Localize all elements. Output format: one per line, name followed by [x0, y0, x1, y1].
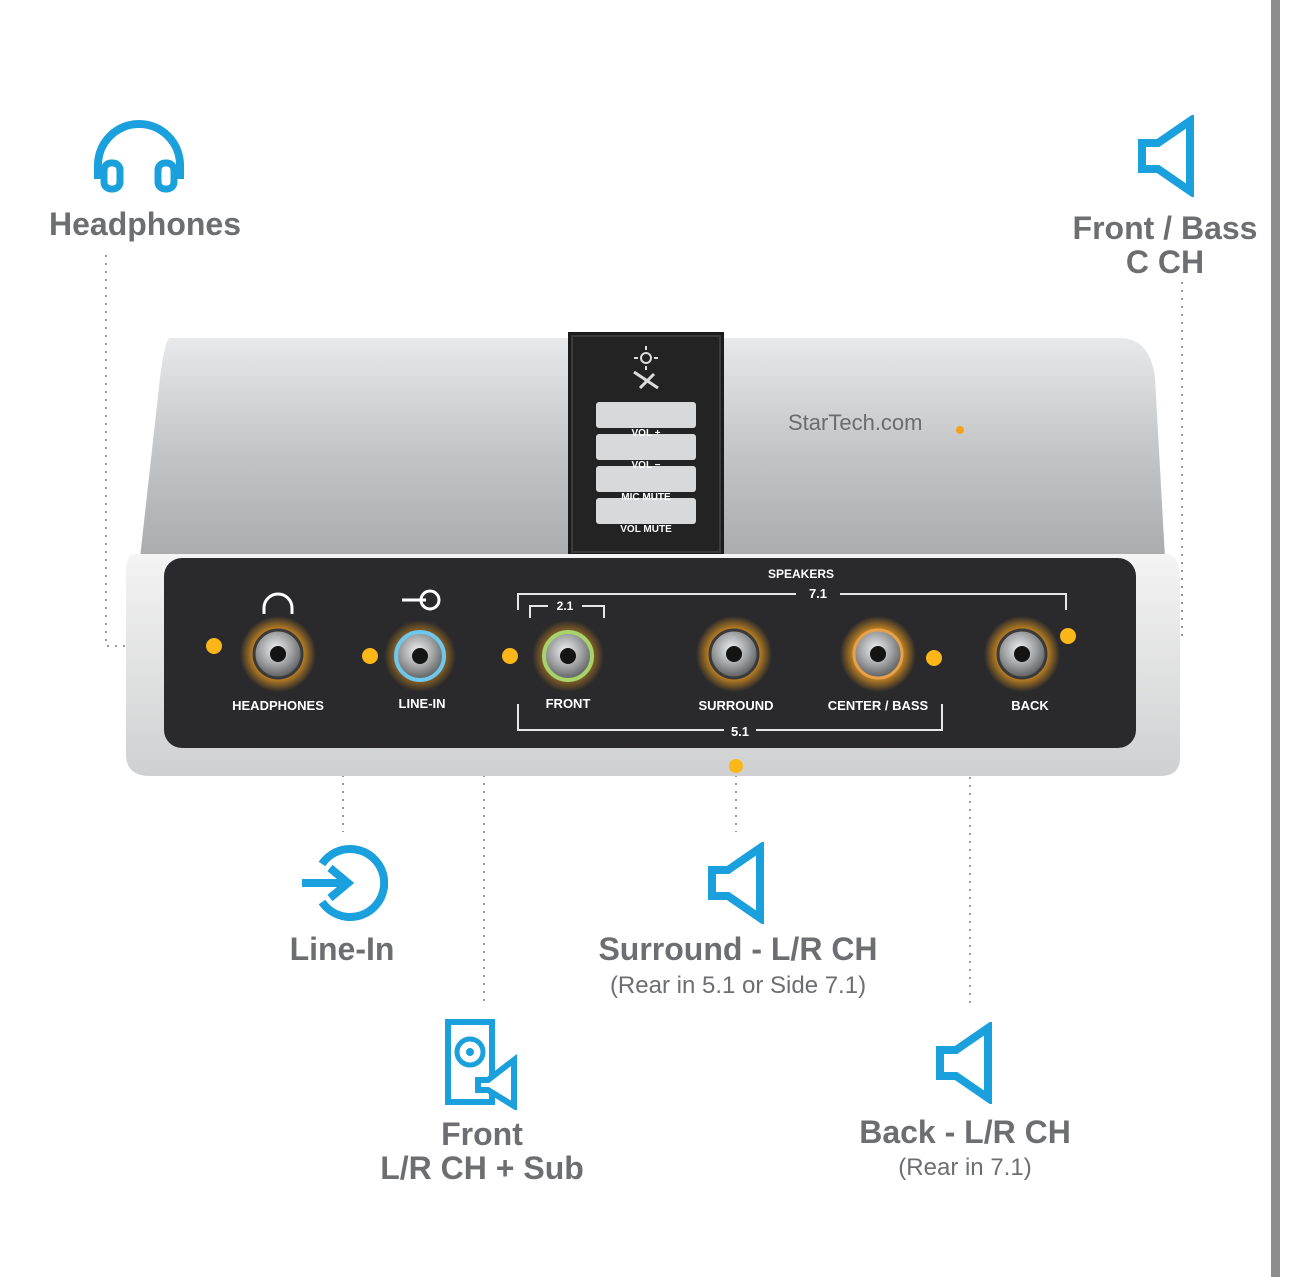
port-label-surround: SURROUND: [698, 698, 773, 713]
port-label-line-in: LINE-IN: [399, 696, 446, 711]
vol-mute-label: VOL MUTE: [620, 524, 672, 535]
indicator-dots: [206, 628, 1076, 773]
vol-down-button[interactable]: [596, 434, 696, 460]
vol-up-label: VOL +: [632, 428, 661, 439]
front-bass-label-line1: Front / Bass: [1072, 210, 1258, 246]
headphones-icon: [94, 120, 184, 193]
port-label-center-bass: CENTER / BASS: [828, 698, 929, 713]
front-bass-label: Front / Bass C CH: [1060, 210, 1270, 280]
port-label-front: FRONT: [546, 696, 591, 711]
surround-note: (Rear in 5.1 or Side 7.1): [609, 972, 867, 999]
surround-speaker-icon: [708, 842, 764, 924]
panel-headphones-icon: [262, 592, 294, 614]
group-71-label: 7.1: [809, 586, 827, 601]
front-label-line2: L/R CH + Sub: [380, 1149, 584, 1186]
surround-label: Surround - L/R CH: [598, 931, 878, 967]
speakers-group-label: SPEAKERS: [768, 567, 834, 581]
back-speaker-icon: [936, 1022, 992, 1104]
line-in-label: Line-In: [289, 931, 395, 967]
port-label-headphones: HEADPHONES: [232, 698, 324, 713]
group-51-label: 5.1: [731, 724, 749, 739]
brand-dot: [956, 426, 964, 434]
group-21-label: 2.1: [557, 599, 574, 613]
right-edge-divider: [1271, 0, 1280, 1277]
front-label-line1: Front: [441, 1116, 523, 1152]
brand-logo: StarTech.com: [788, 410, 923, 435]
headphones-label: Headphones: [48, 206, 242, 242]
front-bass-speaker-icon: [1138, 115, 1194, 197]
front-label: Front L/R CH + Sub: [360, 1116, 604, 1186]
back-label: Back - L/R CH: [859, 1114, 1071, 1150]
port-label-back: BACK: [1011, 698, 1049, 713]
vol-mute-button[interactable]: [596, 498, 696, 524]
mic-mute-icon: [633, 370, 659, 390]
line-in-icon: [302, 845, 388, 921]
front-panel: [164, 558, 1136, 748]
sound-card-device: VOL + VOL − MIC MUTE VOL MUTE StarTech.c…: [126, 332, 1180, 776]
panel-line-in-icon: [402, 589, 441, 611]
front-speaker-sub-icon: [445, 1019, 517, 1110]
brightness-icon: [634, 346, 658, 370]
vol-down-label: VOL −: [632, 460, 661, 471]
vol-up-button[interactable]: [596, 402, 696, 428]
back-note: (Rear in 7.1): [898, 1154, 1032, 1181]
front-bass-label-line2: C CH: [1125, 243, 1205, 280]
mic-mute-label: MIC MUTE: [621, 492, 671, 503]
mic-mute-button[interactable]: [596, 466, 696, 492]
